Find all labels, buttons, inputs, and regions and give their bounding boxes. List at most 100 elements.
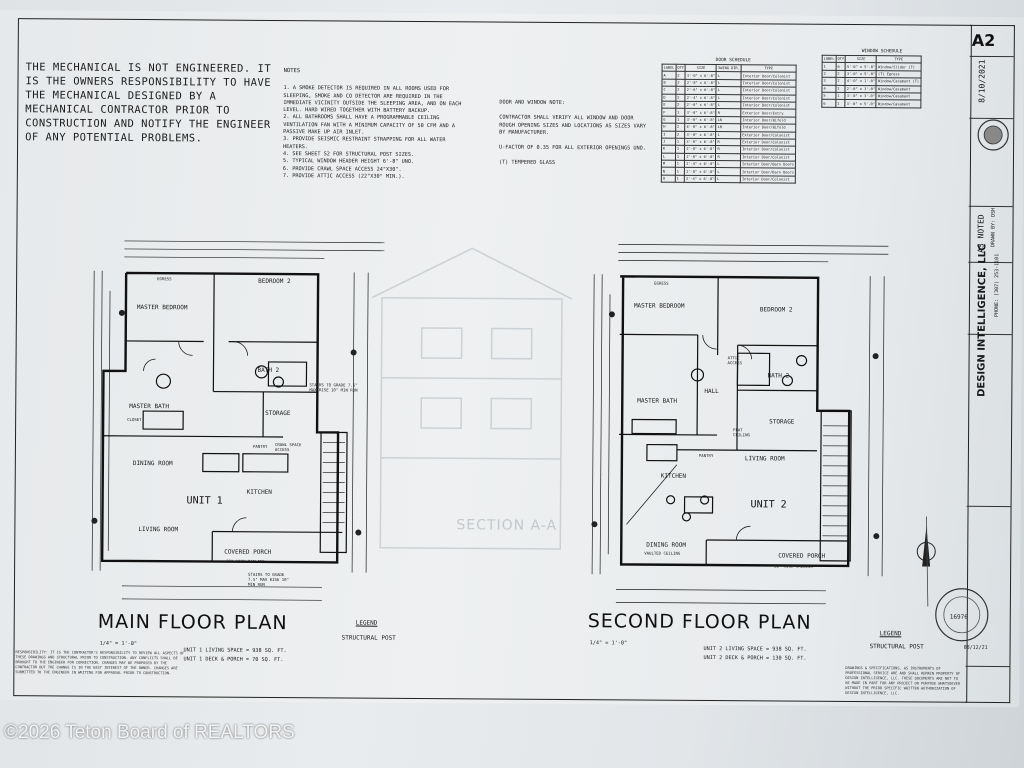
legend-item-left: STRUCTURAL POST: [341, 634, 396, 642]
door-schedule-cell: 1: [675, 108, 686, 117]
legend-title-right: LEGEND: [879, 630, 902, 638]
unit-2-label: UNIT 2: [750, 499, 787, 511]
door-schedule-cell: O: [661, 175, 676, 183]
window-schedule-cell: 3'-0" x 5'-0": [845, 99, 877, 108]
door-schedule-cell: LR: [716, 123, 741, 132]
door-schedule-cell: 1: [675, 115, 686, 124]
porch-railing-note-2f: 36" HIGH RAILING: [774, 563, 813, 569]
window-schedule-cell: 6: [835, 62, 846, 71]
door-schedule-header-cell: LABEL: [662, 64, 676, 72]
window-schedule-cell: 4'-0" x 1'-0": [845, 77, 877, 86]
stamp-number: 16976: [949, 613, 968, 621]
door-schedule-cell: D: [661, 93, 676, 102]
door-schedule-cell: 2: [675, 86, 686, 94]
door-schedule-header-cell: QTY: [675, 64, 686, 72]
main-floor-plan-title: MAIN FLOOR PLAN: [97, 610, 288, 635]
door-schedule-cell: 1: [675, 152, 685, 161]
room-egress: EGRESS: [157, 276, 172, 282]
door-window-heading: DOOR AND WINDOW NOTE:: [499, 99, 565, 106]
door-schedule-cell: N: [661, 167, 676, 176]
door-schedule-cell: 3'-0" x 6'-8": [685, 71, 717, 80]
door-schedule-header-cell: SWING DIR.: [716, 64, 742, 73]
window-schedule-cell: 6: [821, 99, 836, 108]
door-schedule-cell: 1: [675, 138, 685, 146]
contractor-disclaimer: RESPONSIBILITY: IT IS THE CONTRACTOR'S R…: [15, 650, 185, 676]
door-schedule-cell: Interior Door/Bifold: [740, 116, 796, 125]
door-window-verify: CONTRACTOR SHALL VERIFY ALL WINDOW AND D…: [499, 114, 647, 136]
window-schedule-header-cell: LABEL: [822, 55, 837, 63]
room-storage-2f: STORAGE: [769, 418, 795, 426]
door-schedule-cell: B: [661, 78, 676, 87]
window-schedule-cell: Window/Casement: [876, 85, 921, 93]
door-schedule-cell: Exterior Door/Colonist: [740, 138, 796, 147]
company-name: DESIGN INTELLIGENCE, LLC: [976, 243, 989, 397]
room-master-bath: MASTER BATH: [129, 402, 170, 411]
second-floor-plan-drawing: [591, 244, 936, 607]
door-schedule-cell: Interior Door/Colonist: [740, 175, 796, 184]
company-logo: [977, 119, 1009, 151]
room-pantry: PANTRY: [252, 443, 268, 449]
door-schedule-cell: G: [661, 115, 676, 124]
door-schedule-cell: Exterior Door/Entry: [740, 109, 796, 117]
legend-title-left: LEGEND: [355, 619, 378, 627]
room-hall-2f: HALL: [704, 387, 719, 396]
door-schedule-cell: Interior Door/Colonist: [741, 79, 797, 88]
door-schedule-title: DOOR SCHEDULE: [715, 58, 751, 64]
door-schedule-cell: E: [661, 101, 676, 109]
unit-2-deck-porch: UNIT 2 DECK & PORCH = 130 SQ. FT.: [703, 654, 807, 662]
window-schedule-cell: Window/Slider (T): [876, 63, 921, 71]
window-schedule-cell: 3'-0" x 5'-0": [845, 70, 877, 78]
door-schedule-cell: 3'-0" x 6'-8": [684, 138, 717, 146]
door-schedule-cell: Interior Door/Colonist: [740, 94, 796, 103]
attic-access-note: ATTIC ACCESS: [727, 355, 743, 366]
door-schedule-cell: Interior Door/Barn Doors: [740, 160, 796, 169]
door-schedule-cell: I: [661, 130, 676, 139]
door-schedule-cell: Interior Door/Colonist: [740, 146, 796, 154]
flat-ceiling-note: FLAT CEILING: [733, 427, 750, 438]
door-schedule-cell: 3'-0" x 6'-8": [685, 116, 717, 124]
second-floor-scale: 1/4" = 1'-0": [589, 640, 628, 647]
room-master-bedroom: MASTER BEDROOM: [136, 304, 188, 312]
window-schedule-cell: 2: [835, 77, 846, 86]
stamp-date: 08/12/21: [963, 644, 988, 651]
room-closet: CLOSET: [127, 416, 142, 423]
door-schedule-cell: 3'-0" x 6'-8": [684, 130, 717, 139]
door-schedule-cell: Exterior Door/Colonist: [740, 131, 796, 140]
window-schedule-cell: 3: [821, 77, 836, 85]
door-window-note: DOOR AND WINDOW NOTE: CONTRACTOR SHALL V…: [499, 100, 650, 177]
door-schedule-cell: 2'-6" x 6'-8": [685, 86, 717, 95]
door-schedule-cell: 2: [675, 71, 686, 80]
window-schedule-cell: 3'-0" x 3'-0": [845, 92, 877, 101]
engineer-stamp: [935, 588, 989, 642]
copyright-disclaimer: DRAWINGS & SPECIFICATIONS, AS INSTRUMENT…: [845, 665, 961, 696]
vaulted-ceiling-note: VAULTED CEILING: [644, 550, 681, 556]
window-schedule-cell: (T) Egress: [876, 70, 921, 79]
room-egress-2f: EGRESS: [654, 280, 669, 286]
note-item: 2. ALL BATHROOMS SHALL HAVE A PROGRAMMAB…: [283, 114, 456, 136]
door-schedule-cell: H: [661, 123, 676, 131]
room-living-2f: LIVING ROOM: [744, 455, 785, 463]
door-schedule-cell: 2'-0" x 6'-8": [685, 101, 717, 109]
general-notes: NOTES 1. A SMOKE DETECTOR IS REQUIRED IN…: [283, 68, 464, 181]
second-floor-plan-title: SECOND FLOOR PLAN: [587, 610, 812, 634]
room-pantry-2f: PANTRY: [698, 452, 714, 459]
main-floor-plan-drawing: [91, 240, 385, 601]
room-living: LIVING ROOM: [138, 526, 179, 534]
unit-1-label: UNIT 1: [186, 495, 223, 507]
window-schedule-cell: Window/Casement: [876, 100, 921, 108]
door-schedule-cell: C: [661, 86, 676, 94]
door-schedule-cell: L: [661, 152, 676, 161]
ghost-section-label: SECTION A-A: [456, 517, 558, 534]
room-master-bath-2f: MASTER BATH: [637, 397, 678, 405]
room-bedroom-2-2f: BEDROOM 2: [759, 306, 793, 314]
door-schedule-cell: Interior Door/Colonist: [741, 72, 797, 80]
faint-section-drawing: [371, 247, 573, 550]
company-phone: PHONE: (307) 253-1101: [993, 253, 1001, 318]
window-schedule-cell: 1: [835, 84, 846, 93]
door-schedule-cell: 2'-4" x 6'-8": [684, 175, 716, 183]
window-schedule-title: WINDOW SCHEDULE: [861, 49, 903, 55]
door-schedule-cell: Interior Door/Colonist: [740, 153, 796, 162]
door-window-ufactor: U-FACTOR OF 0.35 FOR ALL EXTERIOR OPENIN…: [499, 144, 646, 152]
door-schedule-cell: 3'-0" x 6'-8": [685, 108, 717, 117]
